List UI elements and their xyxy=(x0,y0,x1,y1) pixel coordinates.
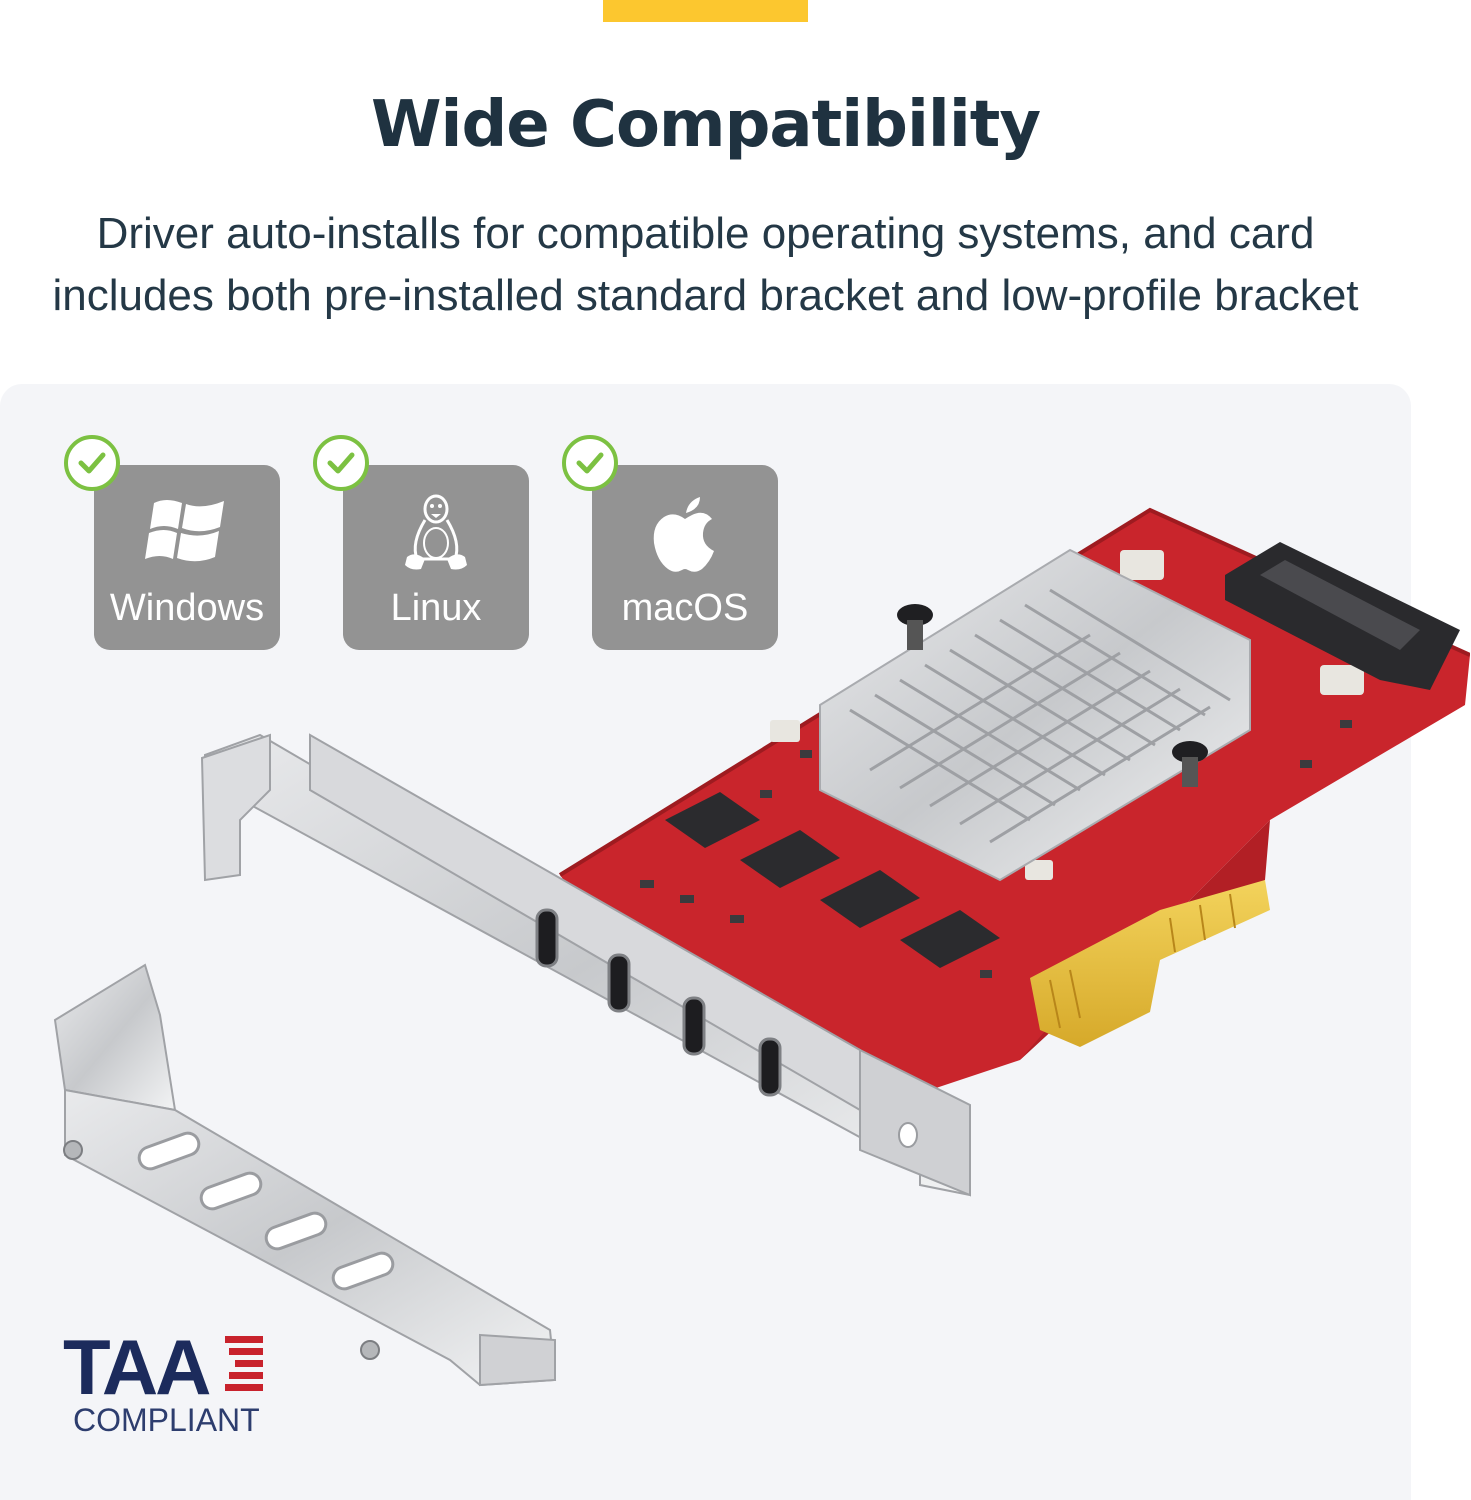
standard-bracket xyxy=(200,733,971,1197)
os-label-windows: Windows xyxy=(109,587,265,629)
flag-stripes-icon xyxy=(225,1336,263,1391)
low-profile-bracket xyxy=(53,963,557,1387)
pcie-card-illustration xyxy=(53,507,1470,1387)
os-label-linux: Linux xyxy=(390,587,482,629)
os-label-macos: macOS xyxy=(621,587,749,629)
page-subtitle: Driver auto-installs for compatible oper… xyxy=(0,203,1411,327)
os-tile-linux: Linux xyxy=(343,465,529,650)
linux-penguin-icon xyxy=(405,494,467,570)
heatsink xyxy=(819,548,1251,882)
taa-compliant-label: COMPLIANT xyxy=(73,1402,260,1438)
page-title: Wide Compatibility xyxy=(370,88,1041,162)
check-icon xyxy=(562,435,618,491)
gold-contacts xyxy=(1030,880,1270,1047)
sata-power-connector xyxy=(1225,542,1460,690)
controller-chips xyxy=(665,792,1000,968)
accent-bar xyxy=(603,0,808,22)
taa-compliant-badge: TAA COMPLIANT xyxy=(63,1323,263,1440)
check-icon xyxy=(313,435,369,491)
subtitle-line-2: includes both pre-installed standard bra… xyxy=(52,271,1359,320)
apple-icon xyxy=(653,497,714,572)
taa-label: TAA xyxy=(63,1323,212,1411)
windows-icon xyxy=(145,500,224,562)
check-icon xyxy=(64,435,120,491)
subtitle-line-1: Driver auto-installs for compatible oper… xyxy=(96,209,1315,258)
os-tile-windows: Windows xyxy=(94,465,280,650)
os-tile-macos: macOS xyxy=(592,465,778,650)
